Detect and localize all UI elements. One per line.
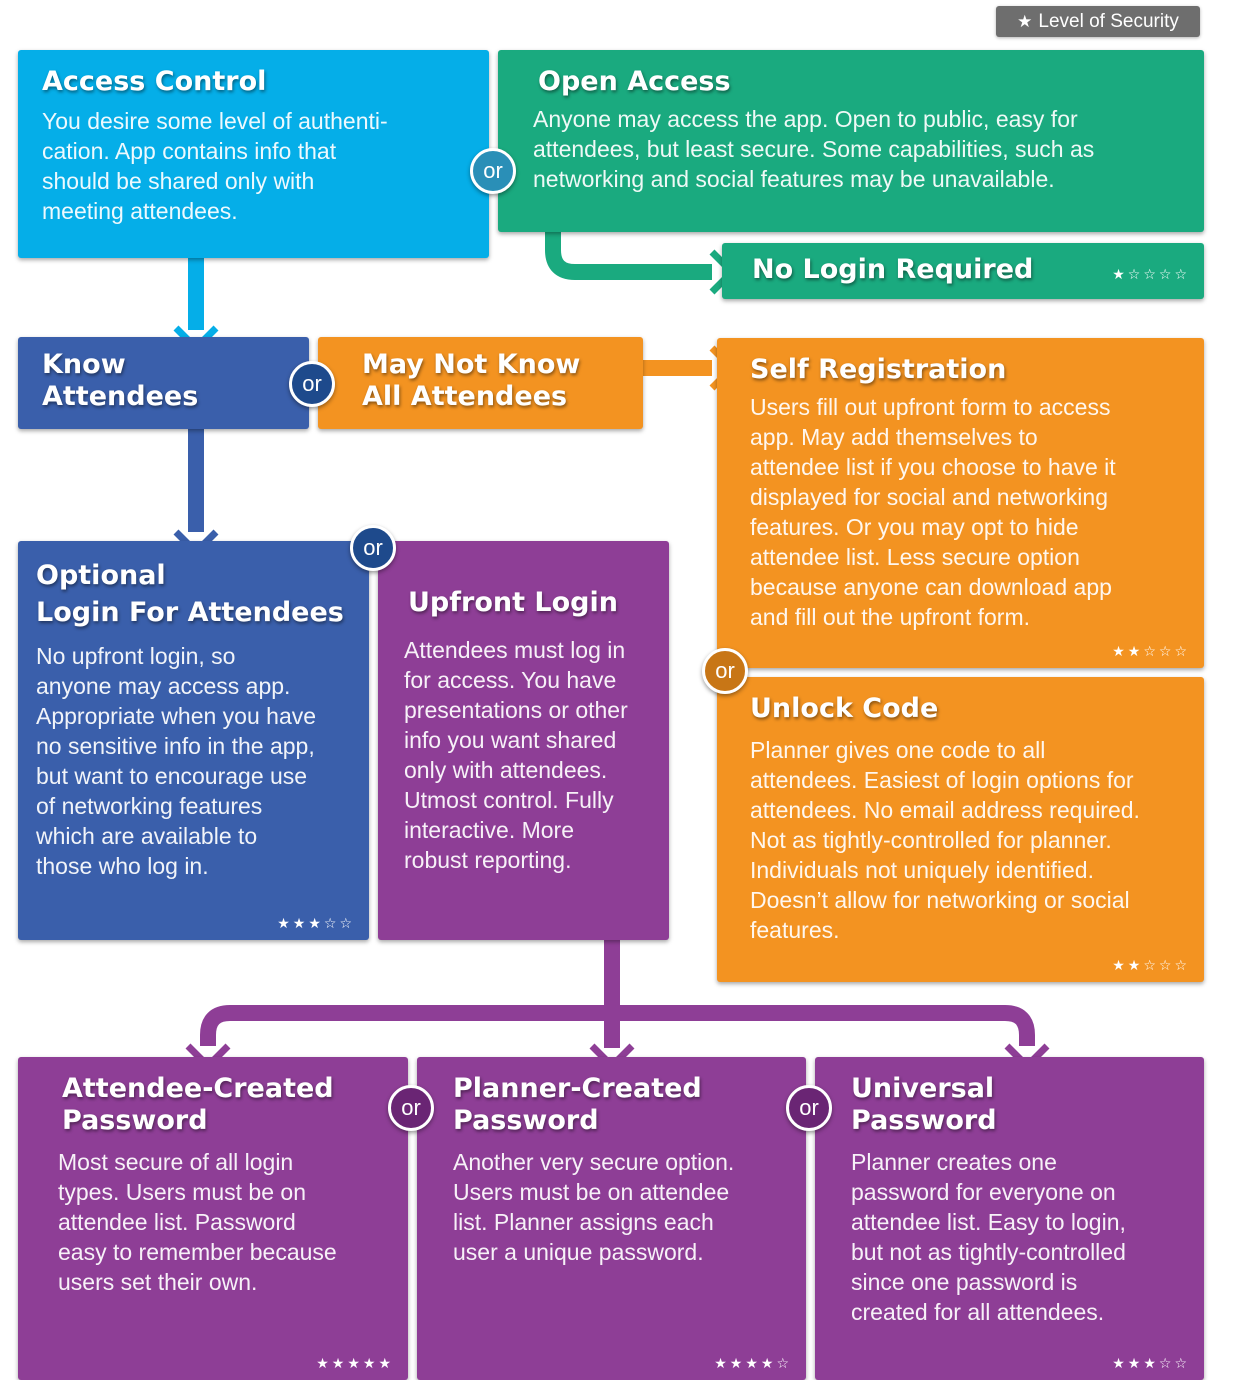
or-badge-access-open: or bbox=[470, 148, 516, 194]
star-empty-icon: ☆ bbox=[323, 916, 340, 932]
no-login-title: No Login Required bbox=[752, 254, 1034, 285]
no-login-rating: ★☆☆☆☆ bbox=[1112, 267, 1190, 283]
star-filled-icon: ★ bbox=[1127, 958, 1144, 974]
self-registration-rating: ★★☆☆☆ bbox=[1112, 644, 1190, 660]
or-badge-attendee-planner: or bbox=[388, 1085, 434, 1131]
star-filled-icon: ★ bbox=[316, 1356, 332, 1372]
star-icon: ★ bbox=[1017, 12, 1033, 32]
access-control-title: Access Control bbox=[42, 66, 267, 97]
attendee-password-body: Most secure of all login types. Users mu… bbox=[58, 1149, 337, 1295]
self-registration-box: Self Registration Users fill out upfront… bbox=[717, 338, 1204, 668]
star-empty-icon: ☆ bbox=[1158, 958, 1175, 974]
security-legend: ★Level of Security bbox=[996, 6, 1200, 37]
attendee-password-rating: ★★★★★ bbox=[316, 1356, 394, 1372]
star-filled-icon: ★ bbox=[347, 1356, 363, 1372]
know-attendees-title: Know Attendees bbox=[42, 349, 199, 412]
star-empty-icon: ☆ bbox=[1127, 267, 1144, 283]
star-filled-icon: ★ bbox=[1127, 1356, 1144, 1372]
unlock-code-rating: ★★☆☆☆ bbox=[1112, 958, 1190, 974]
optional-login-body: No upfront login, so anyone may access a… bbox=[36, 643, 317, 879]
arrow-upfront-branches bbox=[200, 1005, 1035, 1046]
star-filled-icon: ★ bbox=[277, 916, 293, 932]
open-access-box: Open Access Anyone may access the app. O… bbox=[498, 50, 1204, 232]
star-filled-icon: ★ bbox=[1127, 644, 1144, 660]
star-empty-icon: ☆ bbox=[1174, 267, 1190, 283]
attendee-password-box: Attendee-Created Password Most secure of… bbox=[18, 1057, 408, 1380]
star-empty-icon: ☆ bbox=[1158, 267, 1175, 283]
star-filled-icon: ★ bbox=[745, 1356, 761, 1372]
star-empty-icon: ☆ bbox=[1158, 644, 1175, 660]
or-badge-optional-upfront: or bbox=[350, 525, 396, 571]
universal-password-box: Universal Password Planner creates one p… bbox=[815, 1057, 1204, 1380]
upfront-login-body: Attendees must log in for access. You ha… bbox=[404, 637, 628, 873]
universal-password-title: Universal Password bbox=[851, 1073, 997, 1136]
or-badge-planner-universal: or bbox=[786, 1085, 832, 1131]
planner-password-box: Planner-Created Password Another very se… bbox=[417, 1057, 806, 1380]
star-empty-icon: ☆ bbox=[1143, 644, 1159, 660]
star-empty-icon: ☆ bbox=[1143, 267, 1159, 283]
star-filled-icon: ★ bbox=[760, 1356, 777, 1372]
planner-password-body: Another very secure option. Users must b… bbox=[453, 1149, 735, 1265]
optional-login-title: Optional Login For Attendees bbox=[36, 560, 344, 628]
access-control-box: Access Control You desire some level of … bbox=[18, 50, 489, 258]
star-empty-icon: ☆ bbox=[1174, 644, 1190, 660]
star-empty-icon: ☆ bbox=[339, 916, 355, 932]
know-attendees-box: Know Attendees bbox=[18, 337, 309, 429]
upfront-login-title: Upfront Login bbox=[408, 587, 618, 618]
star-filled-icon: ★ bbox=[331, 1356, 348, 1372]
unlock-code-body: Planner gives one code to all attendees.… bbox=[750, 737, 1140, 943]
star-filled-icon: ★ bbox=[1112, 1356, 1128, 1372]
star-filled-icon: ★ bbox=[729, 1356, 746, 1372]
star-filled-icon: ★ bbox=[1112, 958, 1128, 974]
star-filled-icon: ★ bbox=[1112, 644, 1128, 660]
may-not-know-title: May Not Know All Attendees bbox=[362, 349, 581, 412]
planner-password-title: Planner-Created Password bbox=[453, 1073, 702, 1136]
access-control-body: You desire some level of authenti- catio… bbox=[42, 108, 388, 224]
star-empty-icon: ☆ bbox=[1158, 1356, 1175, 1372]
upfront-login-box: Upfront Login Attendees must log in for … bbox=[378, 541, 669, 940]
open-access-body: Anyone may access the app. Open to publi… bbox=[533, 106, 1095, 192]
unlock-code-box: Unlock Code Planner gives one code to al… bbox=[717, 677, 1204, 982]
star-filled-icon: ★ bbox=[714, 1356, 730, 1372]
star-filled-icon: ★ bbox=[362, 1356, 379, 1372]
star-empty-icon: ☆ bbox=[776, 1356, 792, 1372]
universal-password-body: Planner creates one password for everyon… bbox=[851, 1149, 1126, 1325]
planner-password-rating: ★★★★☆ bbox=[714, 1356, 792, 1372]
star-empty-icon: ☆ bbox=[1174, 958, 1190, 974]
star-empty-icon: ☆ bbox=[1143, 958, 1159, 974]
may-not-know-box: May Not Know All Attendees bbox=[318, 337, 643, 429]
arrow-open-to-nologin bbox=[545, 230, 712, 280]
unlock-code-title: Unlock Code bbox=[750, 693, 939, 724]
star-filled-icon: ★ bbox=[308, 916, 324, 932]
or-badge-selfreg-unlock: or bbox=[702, 648, 748, 694]
open-access-title: Open Access bbox=[538, 66, 731, 97]
attendee-password-title: Attendee-Created Password bbox=[62, 1073, 334, 1136]
star-filled-icon: ★ bbox=[292, 916, 309, 932]
star-filled-icon: ★ bbox=[378, 1356, 394, 1372]
optional-login-box: Optional Login For Attendees No upfront … bbox=[18, 541, 369, 940]
star-filled-icon: ★ bbox=[1112, 267, 1128, 283]
star-empty-icon: ☆ bbox=[1174, 1356, 1190, 1372]
or-badge-know: or bbox=[289, 361, 335, 407]
self-registration-title: Self Registration bbox=[750, 354, 1007, 385]
universal-password-rating: ★★★☆☆ bbox=[1112, 1356, 1190, 1372]
star-filled-icon: ★ bbox=[1143, 1356, 1159, 1372]
no-login-box: No Login Required ★☆☆☆☆ bbox=[722, 243, 1204, 299]
legend-label: Level of Security bbox=[1038, 11, 1179, 32]
self-registration-body: Users fill out upfront form to access ap… bbox=[750, 394, 1116, 630]
optional-login-rating: ★★★☆☆ bbox=[277, 916, 355, 932]
